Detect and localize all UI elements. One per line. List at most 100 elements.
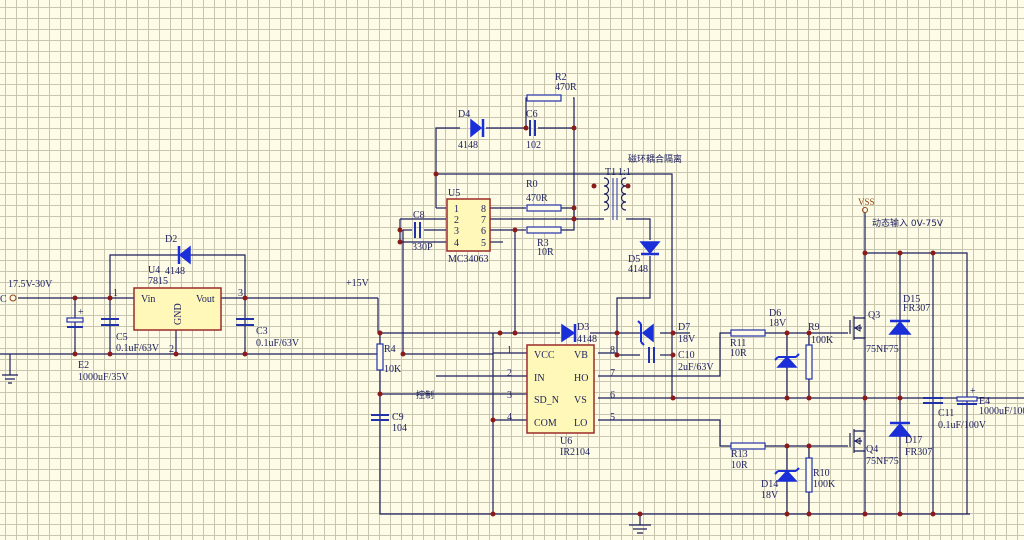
svg-text:D5: D5 xyxy=(628,254,640,265)
svg-text:5: 5 xyxy=(610,412,615,423)
svg-text:U5: U5 xyxy=(448,188,460,199)
svg-text:0.1uF/63V: 0.1uF/63V xyxy=(116,343,160,354)
svg-text:FR307: FR307 xyxy=(905,447,932,458)
svg-text:+: + xyxy=(78,307,84,318)
diode-d3: D3 4148 xyxy=(561,322,597,345)
svg-text:R2: R2 xyxy=(555,72,567,83)
svg-text:100K: 100K xyxy=(811,335,834,346)
svg-text:D2: D2 xyxy=(165,234,177,245)
svg-text:D14: D14 xyxy=(761,479,778,490)
svg-text:C11: C11 xyxy=(938,408,954,419)
capacitor-c6: C6 102 xyxy=(526,109,541,151)
svg-text:18V: 18V xyxy=(678,334,696,345)
svg-text:18V: 18V xyxy=(769,318,787,329)
resistor-r0: R0 470R xyxy=(526,179,562,212)
svg-text:1000uF/35V: 1000uF/35V xyxy=(78,372,129,383)
svg-text:MC34063: MC34063 xyxy=(448,254,489,265)
resistor-r11: R11 10R xyxy=(730,329,766,359)
svg-text:1:1: 1:1 xyxy=(618,167,631,178)
rail-15v-label: +15V xyxy=(346,278,370,289)
svg-text:4: 4 xyxy=(507,412,512,423)
svg-text:R9: R9 xyxy=(808,322,820,333)
svg-text:470R: 470R xyxy=(526,193,548,204)
resistor-r9: R9 100K xyxy=(805,322,834,380)
svg-text:2: 2 xyxy=(169,344,174,355)
svg-text:8: 8 xyxy=(610,345,615,356)
svg-text:R13: R13 xyxy=(731,449,748,460)
svg-text:4148: 4148 xyxy=(458,140,478,151)
svg-text:Q4: Q4 xyxy=(866,444,878,455)
capacitor-e4: + E4 1000uF/100 xyxy=(956,386,1024,417)
svg-text:104: 104 xyxy=(392,423,407,434)
vss-label: VSS xyxy=(858,197,875,207)
resistor-r4: R4 10K xyxy=(376,343,402,375)
vss-port[interactable]: VSS xyxy=(858,197,875,213)
capacitor-c8: C8 330P xyxy=(412,210,433,253)
svg-text:C6: C6 xyxy=(526,109,538,120)
svg-text:R3: R3 xyxy=(537,238,549,249)
isolation-label: 磁环耦合隔离 xyxy=(628,153,682,165)
svg-text:102: 102 xyxy=(526,140,541,151)
svg-text:7: 7 xyxy=(481,215,486,226)
svg-text:IN: IN xyxy=(534,373,545,384)
svg-text:U4: U4 xyxy=(148,265,160,276)
svg-text:18V: 18V xyxy=(761,490,779,501)
diode-d15: D15 FR307 xyxy=(888,294,930,335)
svg-text:3: 3 xyxy=(507,390,512,401)
capacitor-c10: C10 2uF/63V xyxy=(648,347,714,373)
svg-text:SD_N: SD_N xyxy=(534,395,559,406)
transformer-t1: T1 1:1 xyxy=(603,167,631,220)
svg-text:6: 6 xyxy=(481,226,486,237)
svg-text:7: 7 xyxy=(610,368,615,379)
svg-text:2: 2 xyxy=(454,215,459,226)
svg-text:4148: 4148 xyxy=(577,334,597,345)
svg-text:C3: C3 xyxy=(256,326,268,337)
svg-text:R4: R4 xyxy=(384,344,396,355)
svg-text:+: + xyxy=(970,386,976,397)
svg-text:R10: R10 xyxy=(813,468,830,479)
svg-text:Vin: Vin xyxy=(141,294,155,305)
svg-text:Vout: Vout xyxy=(196,294,215,305)
svg-text:1: 1 xyxy=(454,204,459,215)
control-label: 控制 xyxy=(416,389,434,401)
svg-text:5: 5 xyxy=(481,238,486,249)
svg-text:10R: 10R xyxy=(730,348,747,359)
svg-text:1000uF/100: 1000uF/100 xyxy=(979,406,1024,417)
junctions xyxy=(72,125,936,517)
svg-text:4148: 4148 xyxy=(165,266,185,277)
zener-d6: D6 18V xyxy=(769,308,800,368)
svg-text:E2: E2 xyxy=(78,360,89,371)
input-port[interactable]: C xyxy=(0,294,17,305)
svg-text:D15: D15 xyxy=(903,294,920,305)
svg-text:FR307: FR307 xyxy=(903,303,930,314)
svg-text:2: 2 xyxy=(507,368,512,379)
gate-driver-u6: U6 IR2104 VCC IN SD_N COM VB HO VS LO 1 … xyxy=(507,344,615,458)
svg-text:HO: HO xyxy=(574,373,588,384)
svg-text:C9: C9 xyxy=(392,412,404,423)
svg-text:D4: D4 xyxy=(458,109,470,120)
svg-text:VB: VB xyxy=(574,350,588,361)
capacitor-e2: + E2 1000uF/35V xyxy=(66,307,129,383)
svg-text:75NF75: 75NF75 xyxy=(866,344,899,355)
svg-text:3: 3 xyxy=(238,288,243,299)
svg-text:T1: T1 xyxy=(605,167,616,178)
svg-text:LO: LO xyxy=(574,418,587,429)
svg-text:D7: D7 xyxy=(678,322,690,333)
svg-text:1: 1 xyxy=(113,288,118,299)
resistor-r2: R2 470R xyxy=(526,72,577,102)
svg-text:10R: 10R xyxy=(731,460,748,471)
svg-text:7815: 7815 xyxy=(148,276,168,287)
svg-text:1: 1 xyxy=(507,345,512,356)
zener-d14: D14 18V xyxy=(761,467,800,501)
input-voltage-label: 17.5V-30V xyxy=(8,279,53,290)
regulator-u4: U4 7815 Vin Vout GND 1 3 2 xyxy=(113,265,243,355)
svg-text:R11: R11 xyxy=(730,338,746,349)
svg-text:D17: D17 xyxy=(905,435,922,446)
svg-text:D6: D6 xyxy=(769,308,781,319)
svg-text:VCC: VCC xyxy=(534,350,555,361)
svg-text:10K: 10K xyxy=(384,364,402,375)
capacitor-c5: C5 0.1uF/63V xyxy=(101,318,160,354)
svg-text:C5: C5 xyxy=(116,332,128,343)
